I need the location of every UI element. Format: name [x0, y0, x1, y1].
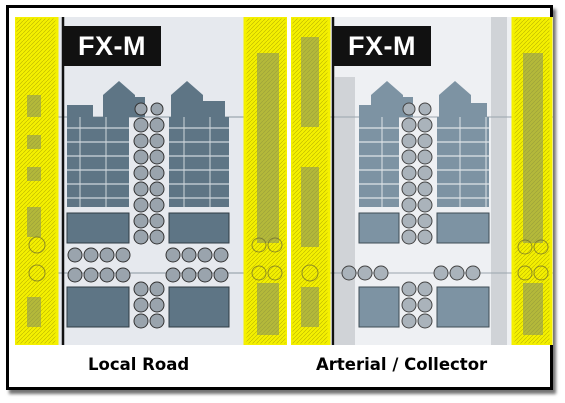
building-block: [66, 212, 130, 244]
caption-local-road: Local Road: [88, 355, 190, 374]
building-block: [358, 212, 400, 244]
panel-arterial-collector: FX-M: [291, 17, 553, 345]
building-block: [66, 286, 130, 328]
building-block: [169, 117, 229, 207]
zone-label-tag: FX-M: [63, 26, 161, 66]
frontage-highlight-right: [511, 17, 553, 345]
street-trees: [341, 102, 481, 329]
street-trees: [67, 102, 229, 329]
local-road-site-plan: [15, 17, 287, 345]
zone-label-tag: FX-M: [333, 26, 431, 66]
building-block: [359, 117, 399, 207]
arterial-collector-site-plan: [291, 17, 553, 345]
panel-local-road: FX-M: [15, 17, 287, 345]
frontage-highlight-right: [243, 17, 287, 345]
building-block: [358, 286, 400, 328]
building-block: [67, 117, 129, 207]
building-block: [168, 212, 230, 244]
frontage-highlight-left: [15, 17, 59, 345]
building-block: [437, 117, 489, 207]
caption-arterial-collector: Arterial / Collector: [316, 355, 488, 374]
building-block: [436, 212, 490, 244]
building-block: [168, 286, 230, 328]
building-block: [436, 286, 490, 328]
frontage-highlight-left: [291, 17, 331, 345]
